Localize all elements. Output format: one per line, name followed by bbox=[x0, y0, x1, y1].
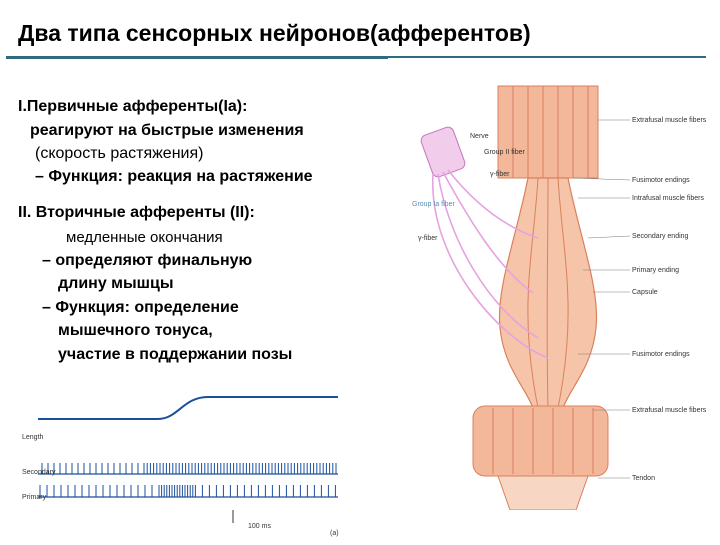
label-extrafusal-top: Extrafusal muscle fibers bbox=[632, 117, 707, 124]
label-extrafusal-bottom: Extrafusal muscle fibers bbox=[632, 407, 707, 414]
label-primary-ending: Primary ending bbox=[632, 267, 679, 274]
label-capsule: Capsule bbox=[632, 289, 658, 296]
label-secondary-ending: Secondary ending bbox=[632, 233, 689, 240]
muscle-spindle-figure: Nerve Group II fiber γ-fiber Group Ia fi… bbox=[388, 58, 718, 511]
secondary-line-5: мышечного тонуса, bbox=[58, 322, 213, 339]
primary-line-3: – Функция: реакция на растяжение bbox=[35, 168, 313, 185]
primary-line-2: (скорость растяжения) bbox=[35, 145, 204, 162]
response-traces-panel: Length Secondary Primary 100 ms (a) bbox=[18, 375, 348, 540]
length-label: Length bbox=[22, 434, 44, 441]
label-tendon: Tendon bbox=[632, 475, 655, 482]
length-trace bbox=[38, 396, 338, 420]
tendon bbox=[497, 475, 589, 511]
title-divider bbox=[6, 56, 706, 59]
slide-title: Два типа сенсорных нейронов(афферентов) bbox=[18, 20, 531, 46]
secondary-line-6: участие в поддержании позы bbox=[58, 346, 293, 363]
secondary-line-2: – определяют финальную bbox=[42, 252, 253, 269]
primary-line-1: реагируют на быстрые изменения bbox=[30, 122, 304, 139]
label-group-ii: Group II fiber bbox=[484, 149, 526, 156]
scale-label: 100 ms bbox=[248, 523, 271, 530]
primary-heading: I.Первичные афференты(Ia): bbox=[18, 98, 248, 115]
label-intrafusal: Intrafusal muscle fibers bbox=[632, 195, 704, 202]
primary-label: Primary bbox=[22, 494, 47, 501]
secondary-line-1: медленные окончания bbox=[66, 229, 223, 246]
label-nerve: Nerve bbox=[470, 133, 489, 140]
panel-label: (a) bbox=[330, 530, 339, 537]
primary-spikes bbox=[39, 485, 336, 497]
label-fusimotor-top: Fusimotor endings bbox=[632, 177, 690, 184]
secondary-line-4: – Функция: определение bbox=[42, 299, 239, 316]
extrafusal-fibers-top bbox=[497, 85, 599, 179]
secondary-heading: II. Вторичные афференты (II): bbox=[18, 204, 255, 221]
label-group-ia: Group Ia fiber bbox=[412, 201, 455, 208]
label-gamma-2: γ-fiber bbox=[418, 235, 438, 242]
label-gamma-1: γ-fiber bbox=[490, 171, 510, 178]
secondary-label: Secondary bbox=[22, 469, 56, 476]
secondary-spikes bbox=[41, 463, 337, 474]
secondary-line-3: длину мышцы bbox=[58, 275, 174, 292]
label-fusimotor-bottom: Fusimotor endings bbox=[632, 351, 690, 358]
